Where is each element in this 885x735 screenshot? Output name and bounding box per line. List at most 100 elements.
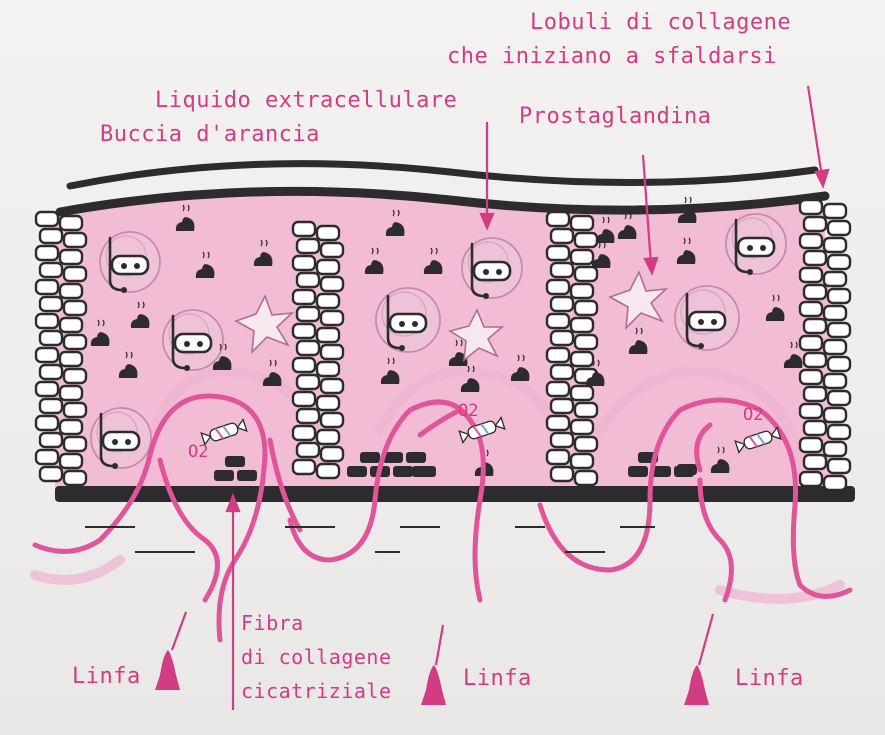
scar-collagen-brick (406, 452, 426, 463)
collagen-septum-mid2-cell (551, 331, 573, 345)
collagen-septum-left-cell (36, 280, 58, 294)
collagen-septum-mid1-cell (293, 290, 315, 304)
collagen-septum-right-cell (804, 455, 826, 469)
collagen-septum-left-cell (64, 335, 86, 349)
collagen-septum-mid1-cell (321, 243, 343, 257)
collagen-septum-mid2-cell (575, 335, 597, 349)
scar-collagen-brick (237, 470, 257, 481)
collagen-septum-left-cell (60, 420, 82, 434)
collagen-septum-mid1-cell (321, 447, 343, 461)
label-collagen-lobules-line2: che iniziano a sfaldarsi (447, 44, 777, 69)
label-prostaglandin: Prostaglandina (519, 104, 711, 129)
fat-cell (726, 214, 786, 275)
collagen-septum-mid2-cell (551, 229, 573, 243)
collagen-septum-left-cell (40, 263, 62, 277)
collagen-septum-mid1-cell (293, 392, 315, 406)
collagen-septum-mid1-cell (297, 341, 319, 355)
collagen-septum-left-cell (40, 399, 62, 413)
collagen-septum-mid2-cell (551, 263, 573, 277)
collagen-septum-right-cell (800, 404, 822, 418)
collagen-septum-right-cell (804, 421, 826, 435)
scar-collagen-brick (347, 466, 367, 477)
collagen-septum-mid1-cell (297, 273, 319, 287)
collagen-septum-left-cell (36, 314, 58, 328)
collagen-septum-mid1-cell (321, 379, 343, 393)
collagen-septum-mid1 (293, 222, 343, 478)
collagen-septum-mid1-cell (317, 294, 339, 308)
collagen-septum-mid2-cell (571, 284, 593, 298)
collagen-septum-mid2-cell (551, 433, 573, 447)
collagen-septum-mid1-cell (293, 426, 315, 440)
oxygen-label-1: O2 (188, 442, 208, 462)
collagen-septum-right-cell (828, 459, 850, 473)
collagen-septum-mid1-cell (317, 328, 339, 342)
collagen-septum-mid2-cell (547, 280, 569, 294)
collagen-septum-left-cell (60, 250, 82, 264)
fat-cell (91, 408, 151, 469)
collagen-septum-mid2-cell (547, 212, 569, 226)
scar-collagen-brick (214, 470, 234, 481)
scar-collagen-brick (677, 464, 697, 475)
collagen-septum-right-cell (800, 438, 822, 452)
collagen-septum-right-cell (824, 374, 846, 388)
fat-cell (100, 232, 160, 293)
collagen-septum-mid1-cell (317, 464, 339, 478)
fat-cell (376, 288, 440, 352)
collagen-septum-right-cell (828, 221, 850, 235)
label-scar-fiber-line3: cicatriziale (241, 680, 392, 703)
collagen-septum-left-cell (60, 284, 82, 298)
collagen-septum-left-cell (40, 297, 62, 311)
collagen-septum-mid1-cell (317, 260, 339, 274)
collagen-septum-mid1-cell (293, 358, 315, 372)
collagen-septum-right-cell (804, 285, 826, 299)
collagen-septum-left-cell (60, 352, 82, 366)
collagen-septum-mid2-cell (547, 416, 569, 430)
collagen-septum-mid2-cell (575, 301, 597, 315)
collagen-septum-left-cell (40, 229, 62, 243)
collagen-septum-mid2-cell (551, 399, 573, 413)
collagen-septum-mid1-cell (317, 430, 339, 444)
label-collagen-lobules-line1: Lobuli di collagene (530, 10, 791, 35)
scar-collagen-brick (628, 466, 648, 477)
collagen-septum-mid2-cell (547, 348, 569, 362)
collagen-septum-right-cell (800, 472, 822, 486)
collagen-septum-mid2-cell (547, 314, 569, 328)
oxygen-label-2: O2 (458, 401, 478, 421)
collagen-septum-right-cell (828, 255, 850, 269)
collagen-septum-right-cell (824, 476, 846, 490)
collagen-septum-right-cell (828, 425, 850, 439)
collagen-septum-left-cell (36, 450, 58, 464)
label-extracellular-fluid: Liquido extracellulare (155, 88, 457, 113)
collagen-septum-right-cell (800, 336, 822, 350)
fat-cell (462, 238, 522, 299)
collagen-septum-right-cell (824, 306, 846, 320)
fat-cell (675, 286, 739, 350)
collagen-septum-right-cell (800, 200, 822, 214)
collagen-septum-left-cell (64, 369, 86, 383)
lymph-drop-3 (684, 665, 709, 705)
collagen-septum-left-cell (64, 233, 86, 247)
collagen-septum-right-cell (828, 289, 850, 303)
collagen-septum-right-cell (824, 204, 846, 218)
arrow-collagen-lobules (808, 86, 822, 177)
collagen-septum-right-cell (800, 234, 822, 248)
collagen-septum-left-cell (64, 301, 86, 315)
fat-cell (163, 310, 223, 371)
collagen-septum-mid1-cell (293, 324, 315, 338)
collagen-septum-left-cell (64, 471, 86, 485)
collagen-septum-mid1-cell (297, 443, 319, 457)
collagen-septum-mid2-cell (575, 233, 597, 247)
collagen-septum-mid1-cell (297, 307, 319, 321)
collagen-septum-left-cell (64, 267, 86, 281)
collagen-septum-mid2-cell (571, 318, 593, 332)
collagen-septum-right-cell (804, 319, 826, 333)
collagen-septum-right-cell (824, 340, 846, 354)
collagen-septum-mid1-cell (297, 375, 319, 389)
collagen-septum-mid2-cell (551, 297, 573, 311)
collagen-septum-left-cell (60, 386, 82, 400)
collagen-septum-left-cell (60, 454, 82, 468)
collagen-septum-mid2-cell (571, 216, 593, 230)
collagen-septum-mid1-cell (321, 311, 343, 325)
collagen-septum-left-cell (60, 318, 82, 332)
collagen-septum-right-cell (824, 272, 846, 286)
